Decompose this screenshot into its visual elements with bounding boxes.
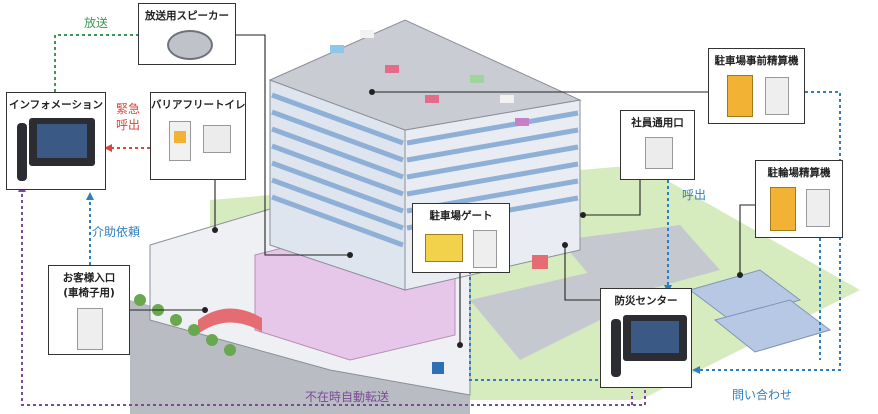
- monitor-station-icon: [29, 118, 95, 166]
- information-box: インフォメーション: [6, 92, 106, 190]
- bicycle-shelters: [688, 269, 832, 353]
- broadcast-line: [54, 34, 150, 92]
- parking-gate-title: 駐車場ゲート: [429, 210, 493, 222]
- prepay-machine-icon: [727, 75, 753, 117]
- disaster-center-box: 防災センター: [600, 288, 692, 388]
- inquiry-arrow: [692, 366, 700, 374]
- parking-lot-right: [560, 225, 720, 300]
- center-handset-icon: [611, 319, 621, 377]
- call-button-icon: [169, 121, 191, 161]
- inquiry-label: 問い合わせ: [732, 388, 793, 402]
- gate-booth: [532, 255, 548, 269]
- entrance-intercom-icon: [77, 308, 103, 350]
- trees: [134, 294, 236, 356]
- parking-prepay-title: 駐車場事前精算機: [714, 55, 799, 67]
- staff-entrance-box: 社員通用口: [620, 110, 695, 180]
- tower-windows: [271, 92, 579, 248]
- emergency-label-line2: 呼出: [116, 118, 141, 132]
- assistance-label: 介助依頼: [92, 225, 141, 239]
- broadcast-speaker-box: 放送用スピーカー: [138, 3, 236, 65]
- leader-dots: [202, 89, 743, 348]
- prepay-intercom-icon: [765, 77, 789, 115]
- customer-entrance-subtitle: (車椅子用): [63, 287, 115, 299]
- gate-barrier-icon: [425, 234, 463, 262]
- center-monitor-icon: [623, 315, 687, 361]
- emergency-arrow: [104, 144, 112, 152]
- call-label: 呼出: [682, 188, 707, 202]
- bicycle-machine-icon: [770, 187, 796, 231]
- transfer-line: [21, 192, 646, 406]
- barrier-free-toilet-title: バリアフリートイレ: [151, 99, 246, 111]
- disaster-center-title: 防災センター: [614, 295, 678, 307]
- information-title: インフォメーション: [9, 99, 103, 111]
- absent-transfer-label: 不在時自動転送: [305, 390, 390, 404]
- gate-intercom-icon: [473, 230, 497, 268]
- bicycle-parking-title: 駐輪場精算機: [767, 167, 831, 179]
- gate-inquiry-line: [469, 265, 605, 381]
- roof-cars: [330, 30, 529, 126]
- handset-icon: [17, 123, 27, 181]
- broadcast-speaker-title: 放送用スピーカー: [145, 10, 229, 22]
- parking-gate-box: 駐車場ゲート: [412, 203, 510, 273]
- parking-lot-center: [470, 270, 640, 360]
- staff-entrance-title: 社員通用口: [631, 117, 684, 129]
- emergency-label-line1: 緊急: [116, 102, 141, 116]
- customer-entrance-box: お客様入口 (車椅子用): [48, 265, 130, 355]
- intercom-panel-icon: [203, 125, 231, 153]
- barrier-free-toilet-box: バリアフリートイレ: [150, 92, 246, 180]
- parking-sign: [432, 362, 444, 374]
- broadcast-label: 放送: [84, 16, 109, 30]
- bicycle-parking-box: 駐輪場精算機: [755, 160, 843, 238]
- customer-entrance-title: お客様入口: [62, 272, 116, 284]
- entrance-canopy: [198, 308, 262, 334]
- staff-intercom-icon: [645, 137, 673, 169]
- bicycle-intercom-icon: [806, 189, 830, 227]
- assistance-arrow: [86, 192, 94, 200]
- parking-prepay-box: 駐車場事前精算機: [708, 48, 805, 124]
- speaker-icon: [167, 30, 213, 60]
